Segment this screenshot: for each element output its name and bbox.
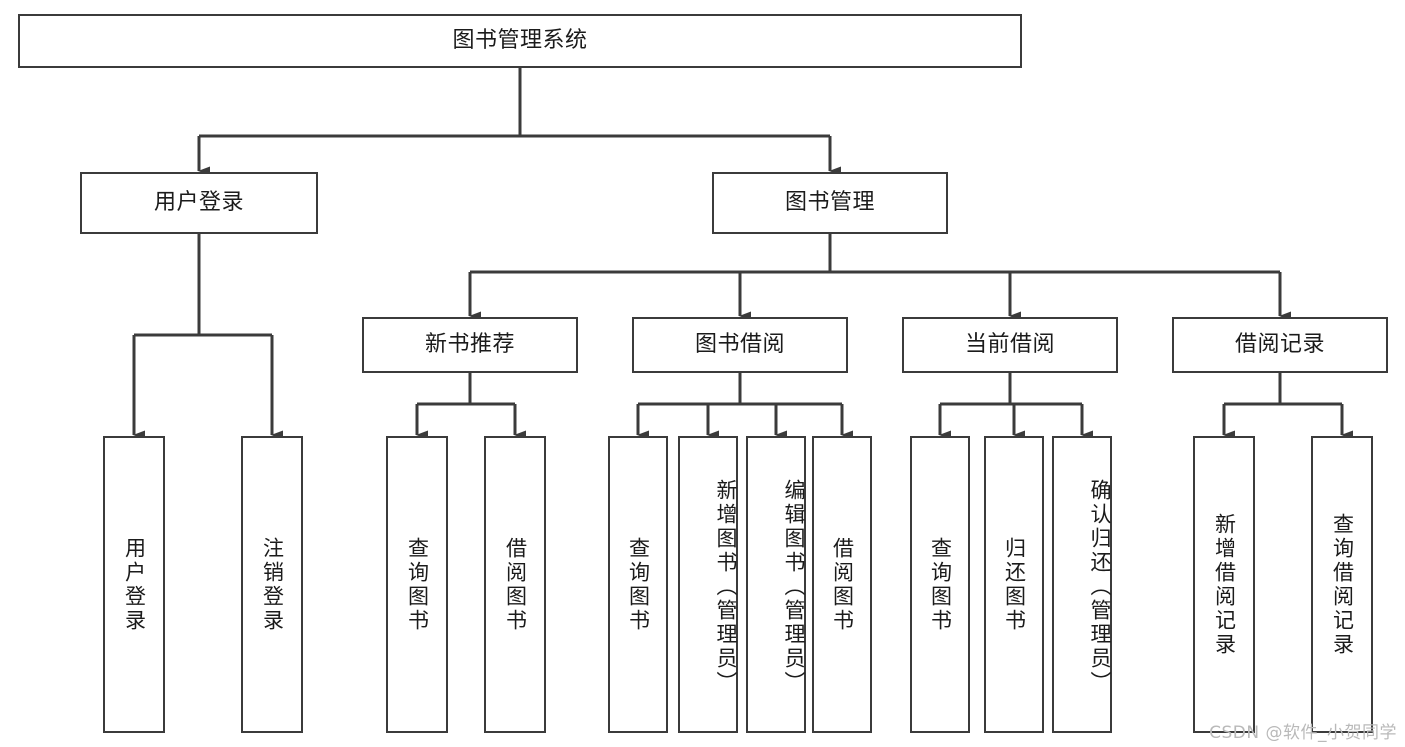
node-leaf-borrow-book-2[interactable]: 借阅图书	[812, 436, 872, 733]
node-book-borrow[interactable]: 图书借阅	[632, 317, 848, 373]
node-leaf-query-book-3[interactable]: 查询图书	[910, 436, 970, 733]
node-leaf-add-record[interactable]: 新增借阅记录	[1193, 436, 1255, 733]
node-leaf-borrow-book-1[interactable]: 借阅图书	[484, 436, 546, 733]
node-root[interactable]: 图书管理系统	[18, 14, 1022, 68]
watermark-label: CSDN @软件_小贺同学	[1209, 723, 1397, 743]
node-leaf-confirm-return[interactable]: 确认归还（管理员）	[1052, 436, 1112, 733]
node-leaf-query-book-1[interactable]: 查询图书	[386, 436, 448, 733]
node-borrow-record[interactable]: 借阅记录	[1172, 317, 1388, 373]
node-leaf-edit-book[interactable]: 编辑图书（管理员）	[746, 436, 806, 733]
node-leaf-query-record[interactable]: 查询借阅记录	[1311, 436, 1373, 733]
node-new-book-rec[interactable]: 新书推荐	[362, 317, 578, 373]
node-leaf-query-book-2[interactable]: 查询图书	[608, 436, 668, 733]
node-leaf-return-book[interactable]: 归还图书	[984, 436, 1044, 733]
node-leaf-logout[interactable]: 注销登录	[241, 436, 303, 733]
node-leaf-add-book[interactable]: 新增图书（管理员）	[678, 436, 738, 733]
node-book-manage[interactable]: 图书管理	[712, 172, 948, 234]
node-current-borrow[interactable]: 当前借阅	[902, 317, 1118, 373]
node-user-login[interactable]: 用户登录	[80, 172, 318, 234]
node-leaf-user-login[interactable]: 用户登录	[103, 436, 165, 733]
